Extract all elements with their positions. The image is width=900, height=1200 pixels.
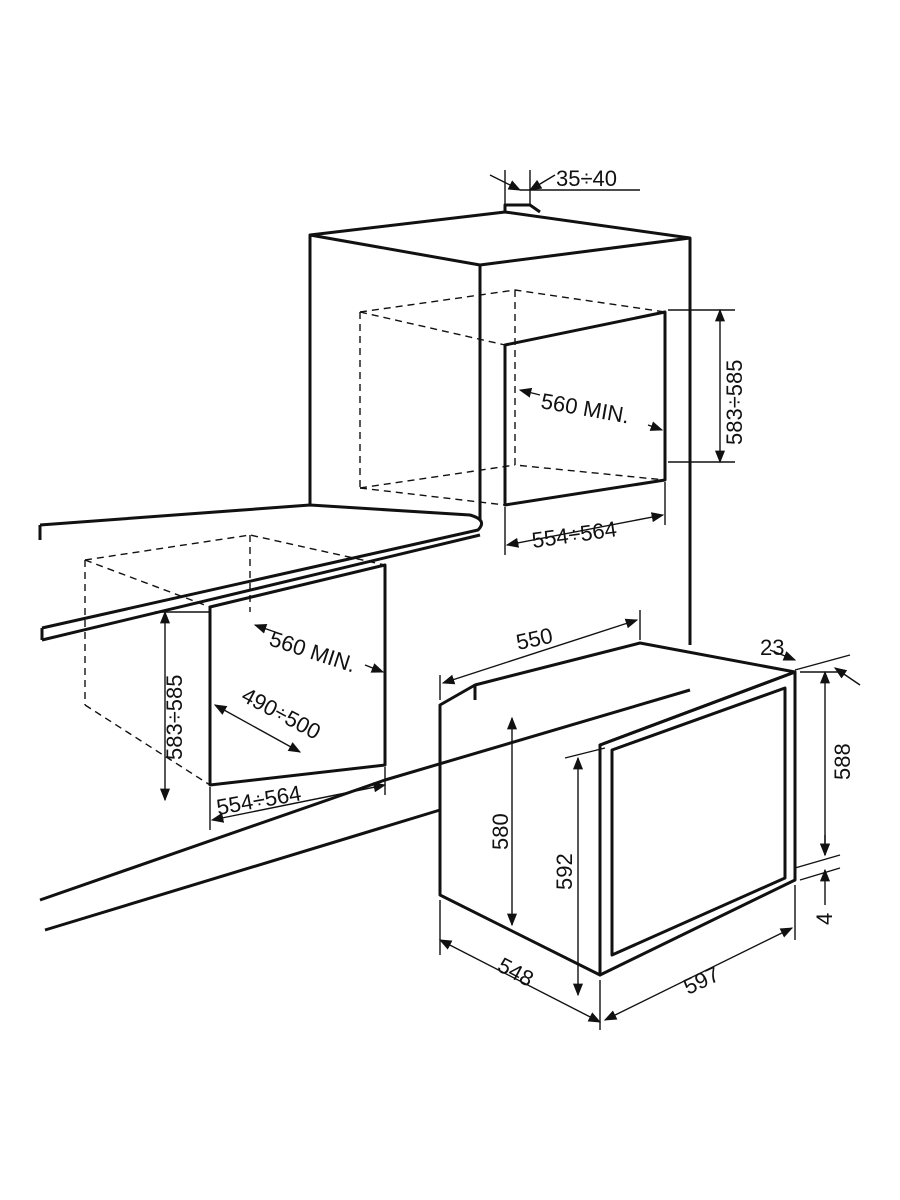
label-upper-height: 583÷585: [722, 360, 747, 446]
label-oven-total-height: 592: [552, 853, 577, 890]
label-lower-inner: 490÷500: [238, 682, 325, 744]
oven-appliance: [438, 641, 797, 977]
dimension-lines: [155, 170, 861, 1030]
label-lower-height: 583÷585: [162, 675, 187, 761]
label-oven-bottom-gap: 4: [812, 913, 837, 925]
lower-recess: [39, 534, 691, 932]
label-oven-side-depth: 548: [494, 952, 538, 991]
label-upper-depth: 560 MIN.: [539, 388, 631, 428]
label-oven-depth-top: 550: [514, 623, 555, 655]
label-oven-front-height: 588: [830, 743, 855, 780]
label-top-gap: 35÷40: [556, 166, 617, 191]
label-oven-body-height: 580: [488, 813, 513, 850]
label-lower-depth: 560 MIN.: [266, 626, 359, 677]
label-oven-width: 597: [680, 961, 724, 999]
label-oven-door-thickness: 23: [760, 635, 784, 660]
upper-recess: [359, 289, 667, 507]
label-upper-width: 554÷564: [530, 516, 618, 553]
countertop: [38, 503, 484, 642]
tall-column-cabinet: [308, 203, 692, 645]
